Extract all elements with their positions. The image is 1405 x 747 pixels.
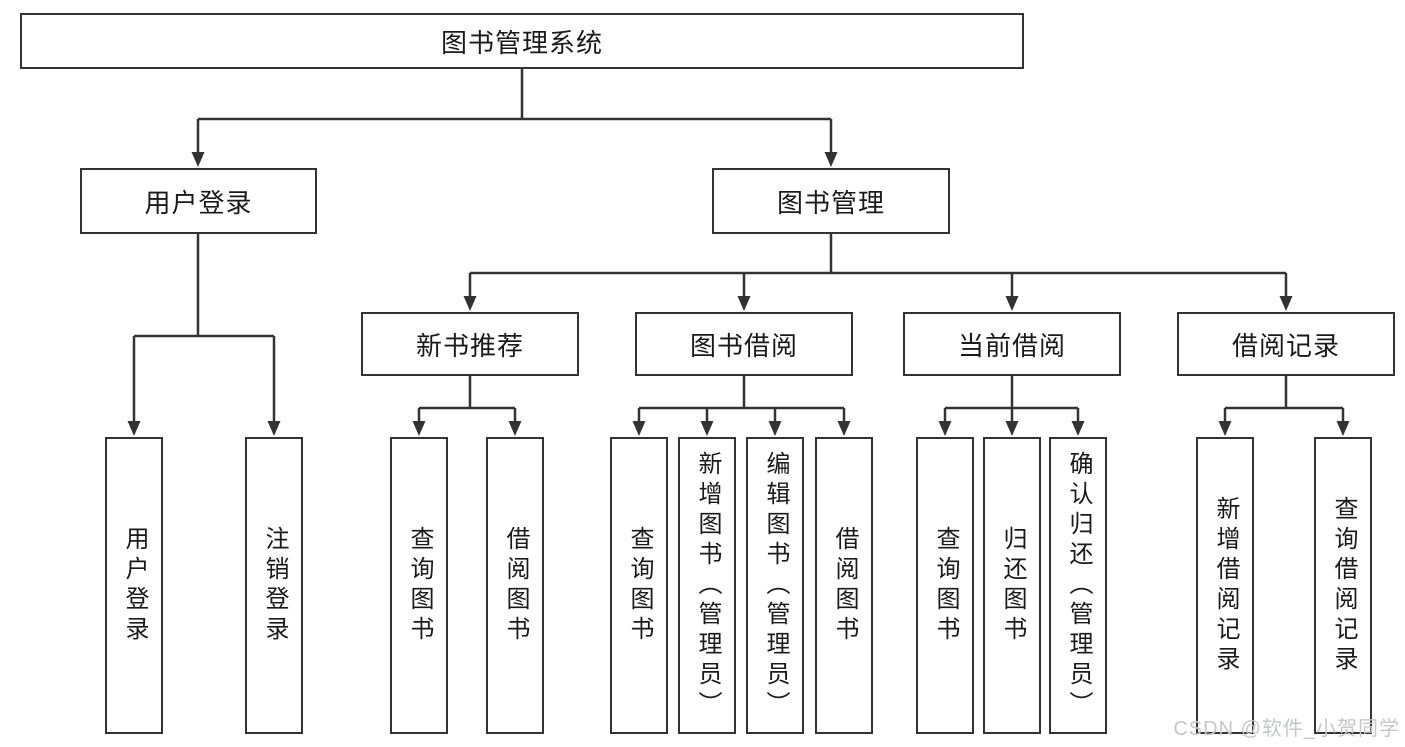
connector-borrow-records-to-leaves [1218, 376, 1350, 436]
leaf-borrow-book-2-label: 借阅图书 [831, 525, 858, 646]
leaf-confirm-return-admin: 确认归还（管理员） [1049, 437, 1107, 734]
connector-new-book-recommend-to-leaves [412, 376, 522, 436]
node-current-borrow-label: 当前借阅 [957, 330, 1066, 361]
leaf-borrow-book-2: 借阅图书 [815, 437, 873, 734]
leaf-logout-label: 注销登录 [261, 525, 288, 646]
leaf-add-borrow-record-label: 新增借阅记录 [1212, 495, 1239, 676]
leaf-borrow-book-1: 借阅图书 [486, 437, 544, 734]
leaf-logout: 注销登录 [245, 437, 303, 734]
node-root-system: 图书管理系统 [20, 13, 1024, 69]
node-book-management-label: 图书管理 [776, 187, 885, 218]
leaf-add-book-admin: 新增图书（管理员） [678, 437, 736, 734]
node-new-book-recommend: 新书推荐 [361, 312, 579, 376]
node-user-login-label: 用户登录 [144, 187, 253, 218]
leaf-query-book-1: 查询图书 [390, 437, 448, 734]
node-new-book-recommend-label: 新书推荐 [415, 330, 524, 361]
leaf-edit-book-admin-label: 编辑图书（管理员） [762, 450, 789, 721]
node-book-management: 图书管理 [712, 168, 950, 234]
node-borrow-records-label: 借阅记录 [1231, 330, 1340, 361]
node-book-borrow: 图书借阅 [635, 312, 853, 376]
leaf-confirm-return-admin-label: 确认归还（管理员） [1065, 450, 1092, 721]
watermark: CSDN @软件_小贺同学 [1173, 718, 1400, 740]
connector-current-borrow-to-leaves [938, 376, 1085, 436]
node-user-login: 用户登录 [80, 168, 317, 234]
node-root-system-label: 图书管理系统 [440, 27, 603, 58]
leaf-user-login-label: 用户登录 [121, 525, 148, 646]
leaf-return-book: 归还图书 [983, 437, 1041, 734]
leaf-add-book-admin-label: 新增图书（管理员） [694, 450, 721, 721]
leaf-return-book-label: 归还图书 [999, 525, 1026, 646]
leaf-query-borrow-record-label: 查询借阅记录 [1330, 495, 1357, 676]
leaf-query-borrow-record: 查询借阅记录 [1314, 437, 1372, 734]
node-book-borrow-label: 图书借阅 [689, 330, 798, 361]
leaf-edit-book-admin: 编辑图书（管理员） [746, 437, 804, 734]
leaf-add-borrow-record: 新增借阅记录 [1196, 437, 1254, 734]
connector-book-management-to-level3 [463, 234, 1293, 311]
leaf-user-login: 用户登录 [105, 437, 163, 734]
node-current-borrow: 当前借阅 [903, 312, 1121, 376]
node-borrow-records: 借阅记录 [1177, 312, 1395, 376]
connector-root-to-level2 [191, 69, 838, 167]
connector-user-login-to-leaves [127, 234, 281, 436]
connector-book-borrow-to-leaves [632, 376, 851, 436]
leaf-query-book-3-label: 查询图书 [932, 525, 959, 646]
leaf-query-book-2: 查询图书 [610, 437, 668, 734]
leaf-query-book-1-label: 查询图书 [406, 525, 433, 646]
leaf-borrow-book-1-label: 借阅图书 [502, 525, 529, 646]
leaf-query-book-2-label: 查询图书 [626, 525, 653, 646]
leaf-query-book-3: 查询图书 [916, 437, 974, 734]
